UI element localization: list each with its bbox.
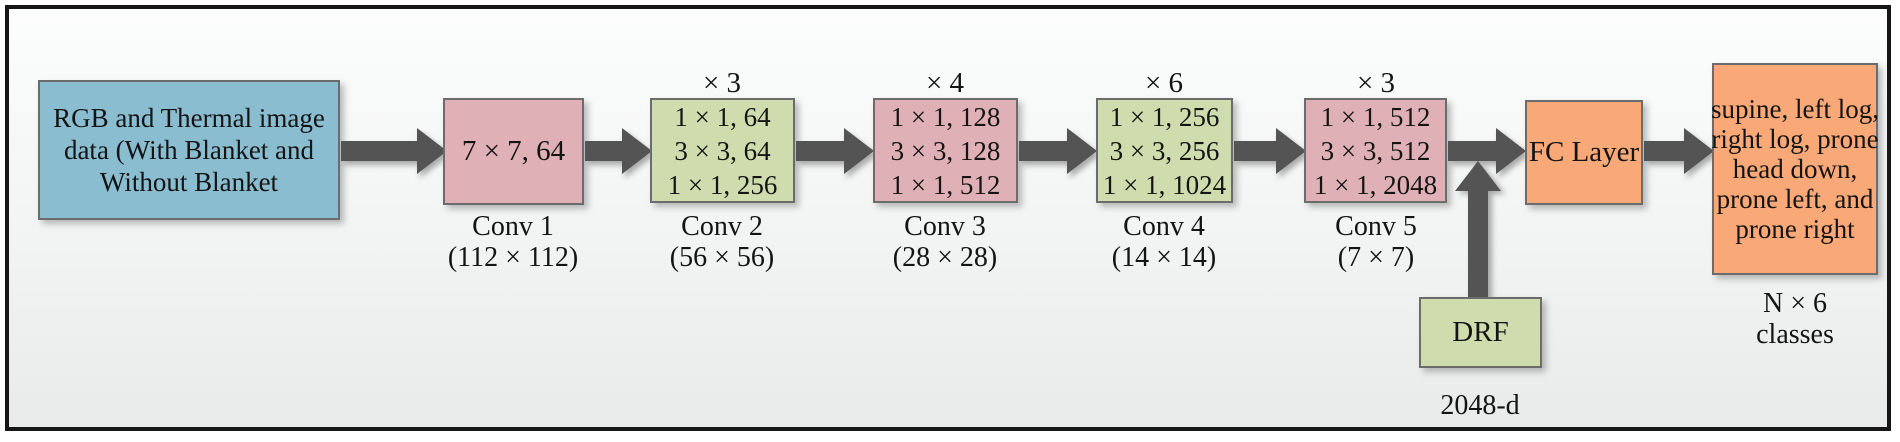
input-data-text-line: RGB and Thermal image <box>53 103 325 133</box>
arrow-head-icon <box>844 128 874 174</box>
conv5-layer-line: 1 × 1, 2048 <box>1313 169 1438 200</box>
conv1-label: Conv 1 (112 × 112) <box>413 211 613 273</box>
conv4-layer-line: 1 × 1, 1024 <box>1102 169 1227 200</box>
conv2-layer-line: 3 × 3, 64 <box>674 135 771 166</box>
input-data-box: RGB and Thermal image data (With Blanket… <box>38 80 340 220</box>
conv2-label-name: Conv 2 <box>681 211 763 242</box>
conv2-layer-line: 1 × 1, 64 <box>674 101 771 132</box>
arrow-shaft <box>1234 141 1276 161</box>
input-data-text-line: data (With Blanket and <box>63 135 315 165</box>
output-class-line: supine, left log, <box>1711 94 1879 124</box>
flow-arrow-input-to-conv1 <box>341 128 447 174</box>
conv4-label-size: (14 × 14) <box>1111 242 1217 273</box>
conv5-label-size: (7 × 7) <box>1337 242 1415 273</box>
output-class-line: prone right <box>1735 214 1855 244</box>
conv3-layer-line: 1 × 1, 128 <box>890 101 1001 132</box>
flow-arrow-drf-to-fc <box>1455 161 1501 297</box>
arrow-head-icon <box>1496 128 1526 174</box>
output-classes-count-line: classes <box>1756 319 1834 350</box>
flow-arrow-conv4-to-conv5 <box>1234 128 1306 174</box>
arrow-shaft <box>585 141 622 161</box>
output-classes-count-line: N × 6 <box>1762 288 1827 319</box>
conv4-label: Conv 4 (14 × 14) <box>1064 211 1264 273</box>
arrow-head-icon <box>1684 128 1714 174</box>
arrow-shaft <box>1644 141 1684 161</box>
conv4-label-name: Conv 4 <box>1123 211 1205 242</box>
conv2-box: 1 × 1, 64 3 × 3, 64 1 × 1, 256 <box>650 98 795 203</box>
arrow-head-icon <box>417 128 447 174</box>
conv3-repeat-label: × 4 <box>925 67 965 99</box>
arrow-shaft <box>1468 191 1488 297</box>
arrow-shaft <box>1019 141 1067 161</box>
conv1-box: 7 × 7, 64 <box>443 98 584 205</box>
conv3-layer-line: 1 × 1, 512 <box>890 169 1001 200</box>
flow-arrow-conv1-to-conv2 <box>585 128 652 174</box>
flow-arrow-conv2-to-conv3 <box>796 128 874 174</box>
conv4-layer-line: 3 × 3, 256 <box>1109 135 1220 166</box>
arrow-head-icon <box>1276 128 1306 174</box>
conv4-layer-line: 1 × 1, 256 <box>1109 101 1220 132</box>
arrow-head-icon <box>622 128 652 174</box>
output-class-line: head down, <box>1732 154 1858 184</box>
conv1-kernel-text: 7 × 7, 64 <box>461 135 566 167</box>
flow-arrow-fc-to-output <box>1644 128 1714 174</box>
conv3-label-name: Conv 3 <box>904 211 986 242</box>
conv5-layer-line: 3 × 3, 512 <box>1320 135 1431 166</box>
flow-arrow-conv5-to-fc <box>1448 128 1526 174</box>
arrow-head-icon <box>1067 128 1097 174</box>
output-class-line: prone left, and <box>1716 184 1874 214</box>
conv4-repeat-label: × 6 <box>1144 67 1184 99</box>
output-classes-count-label: N × 6 classes <box>1712 288 1878 350</box>
conv2-label-size: (56 × 56) <box>669 242 775 273</box>
flow-arrow-conv3-to-conv4 <box>1019 128 1097 174</box>
conv5-repeat-label: × 3 <box>1356 67 1396 99</box>
drf-box: DRF <box>1419 297 1542 368</box>
arrow-shaft <box>341 141 417 161</box>
conv3-label: Conv 3 (28 × 28) <box>845 211 1045 273</box>
drf-label: DRF <box>1452 316 1509 348</box>
output-class-line: right log, prone <box>1711 124 1879 154</box>
output-classes-box: supine, left log, right log, prone head … <box>1711 63 1879 275</box>
arrow-shaft <box>796 141 844 161</box>
conv3-label-size: (28 × 28) <box>892 242 998 273</box>
fc-layer-label: FC Layer <box>1528 136 1640 168</box>
arrow-shaft <box>1448 141 1496 161</box>
input-data-text-line: Without Blanket <box>99 167 279 197</box>
conv5-layer-line: 1 × 1, 512 <box>1320 101 1431 132</box>
drf-dimension-label: 2048-d <box>1440 390 1520 421</box>
conv3-layer-line: 3 × 3, 128 <box>890 135 1001 166</box>
conv5-label-name: Conv 5 <box>1335 211 1417 242</box>
conv3-box: 1 × 1, 128 3 × 3, 128 1 × 1, 512 <box>873 98 1018 203</box>
conv2-repeat-label: × 3 <box>702 67 742 99</box>
fc-layer-box: FC Layer <box>1525 100 1643 205</box>
conv5-box: 1 × 1, 512 3 × 3, 512 1 × 1, 2048 <box>1304 98 1447 203</box>
conv1-label-name: Conv 1 <box>472 211 554 242</box>
arrow-head-icon <box>1455 161 1501 191</box>
conv1-label-size: (112 × 112) <box>447 242 579 273</box>
conv4-box: 1 × 1, 256 3 × 3, 256 1 × 1, 1024 <box>1096 98 1233 203</box>
conv5-label: Conv 5 (7 × 7) <box>1276 211 1476 273</box>
conv2-label: Conv 2 (56 × 56) <box>622 211 822 273</box>
conv2-layer-line: 1 × 1, 256 <box>667 169 778 200</box>
